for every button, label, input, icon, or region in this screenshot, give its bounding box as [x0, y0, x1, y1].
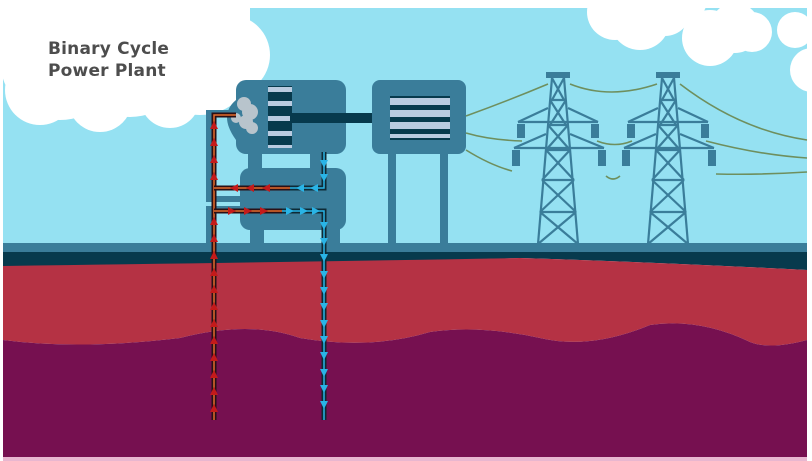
- transmission-tower-2: [622, 72, 716, 245]
- ground-surface-line: [3, 243, 807, 252]
- production-well: [210, 112, 290, 420]
- transmission-tower-1: [512, 72, 606, 245]
- generator: [372, 80, 466, 244]
- cloud-top-right: [560, 0, 812, 461]
- hot-rock-layer: [3, 258, 807, 346]
- diagram-title: Binary Cycle Power Plant: [48, 38, 169, 82]
- deep-rock-layer: [3, 323, 807, 457]
- steam-icon: [231, 97, 258, 134]
- turbine-shaft: [290, 113, 390, 123]
- title-line-1: Binary Cycle: [48, 39, 170, 59]
- title-line-2: Power Plant: [48, 61, 166, 81]
- cloud-left: [0, 0, 270, 461]
- power-lines: [465, 83, 808, 180]
- injection-well: [282, 152, 328, 420]
